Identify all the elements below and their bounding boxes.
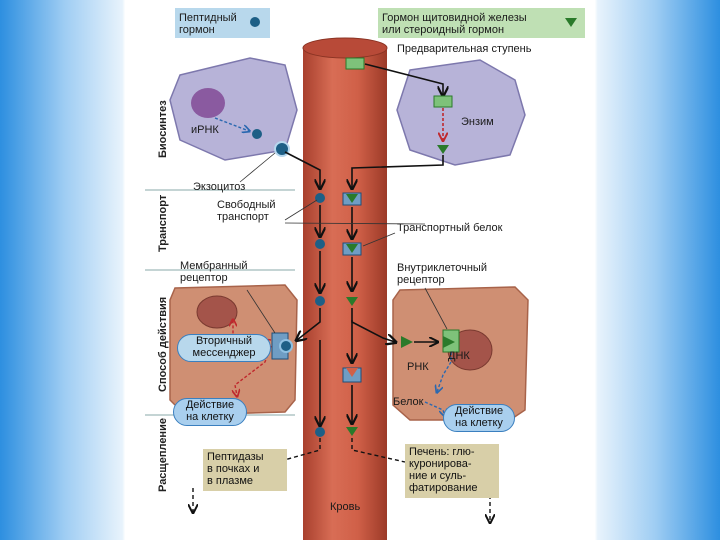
precursor-arrow xyxy=(364,63,443,95)
steroid-bound-1 xyxy=(346,194,358,203)
stage-biosynthesis: Биосинтез xyxy=(157,100,169,158)
action-left-pill: Действие на клетку xyxy=(173,398,247,426)
messenger-to-action-arrow xyxy=(235,345,272,396)
leader-membrane-receptor xyxy=(246,289,276,334)
left-target-nucleus xyxy=(196,295,238,329)
blood-vessel xyxy=(303,40,387,540)
exocytosis-label: Экзоцитоз xyxy=(193,181,246,193)
leader-free-transport xyxy=(284,199,318,221)
mrna-label: иРНК xyxy=(191,124,219,136)
dna-label: ДНК xyxy=(448,350,470,362)
stage-degradation: Расщепление xyxy=(157,418,169,492)
leader-transport-protein xyxy=(362,232,396,247)
steroid-bound-2 xyxy=(346,244,358,253)
vessel-opening xyxy=(302,37,388,59)
steroid-free-2 xyxy=(346,427,358,436)
precursor-in-cell xyxy=(433,95,453,108)
peptide-free-4 xyxy=(315,427,325,437)
peptide-degrade-path xyxy=(276,438,321,463)
exocytosis-vesicle xyxy=(274,141,290,157)
action-right-pill: Действие на клетку xyxy=(443,404,515,432)
prestage-label: Предварительная ступень xyxy=(397,43,532,55)
peptide-free-3 xyxy=(315,296,325,306)
stage-action: Способ действия xyxy=(157,296,169,392)
blood-label: Кровь xyxy=(330,501,361,513)
transport-protein-label: Транспортный белок xyxy=(397,222,503,234)
legend-peptide-label: Пептидный гормон xyxy=(179,12,237,36)
peptide-icon xyxy=(250,17,260,27)
right-secreting-cell xyxy=(396,59,526,166)
steroid-in-cell xyxy=(437,145,449,154)
steroid-free-1 xyxy=(346,297,358,306)
membrane-receptor-label: Мембранный рецептор xyxy=(180,260,248,284)
leader-intracellular-receptor xyxy=(424,287,448,330)
leader-exocytosis xyxy=(239,152,276,183)
peptide-to-receptor-arrow xyxy=(297,308,321,340)
liver-callout: Печень: глю- куронирова- ние и суль- фат… xyxy=(405,444,499,498)
stage-transport: Транспорт xyxy=(157,194,169,252)
free-transport-label: Свободный транспорт xyxy=(217,199,276,223)
left-nucleus xyxy=(191,88,225,118)
peptide-release-arrow xyxy=(284,151,320,188)
peptide-free-1 xyxy=(315,193,325,203)
leader-line-h xyxy=(284,222,426,225)
protein-label: Белок xyxy=(393,396,424,408)
bound-peptide xyxy=(279,339,293,353)
steroid-entering xyxy=(401,336,413,348)
mrna-arrow xyxy=(214,117,249,131)
enzyme-label: Энзим xyxy=(461,116,494,128)
rna-label: РНК xyxy=(407,361,429,373)
precursor-square xyxy=(345,57,365,70)
legend-steroid-label: Гормон щитовидной железы или стероидный … xyxy=(382,12,527,36)
steroid-degrade-path xyxy=(351,438,406,463)
steroid-release-arrow xyxy=(352,155,444,188)
protein-arrow xyxy=(424,401,445,416)
peptide-in-cell xyxy=(252,129,262,139)
peptidases-callout: Пептидазы в почках и в плазме xyxy=(203,449,287,491)
legend-steroid-box xyxy=(378,8,585,38)
second-messenger-pill: Вторичный мессенджер xyxy=(177,334,271,362)
steroid-enter-cell-arrow xyxy=(351,308,395,342)
leader-lines xyxy=(239,152,448,334)
intracellular-receptor-label: Внутриклеточный рецептор xyxy=(397,262,487,286)
peptide-free-2 xyxy=(315,239,325,249)
protein-notch xyxy=(346,368,358,377)
hormone-diagram: Пептидный гормон Гормон щитовидной желез… xyxy=(125,0,595,540)
rna-arrow xyxy=(437,352,452,392)
steroid-receptor-bound xyxy=(443,336,455,348)
steroid-icon xyxy=(565,18,577,27)
